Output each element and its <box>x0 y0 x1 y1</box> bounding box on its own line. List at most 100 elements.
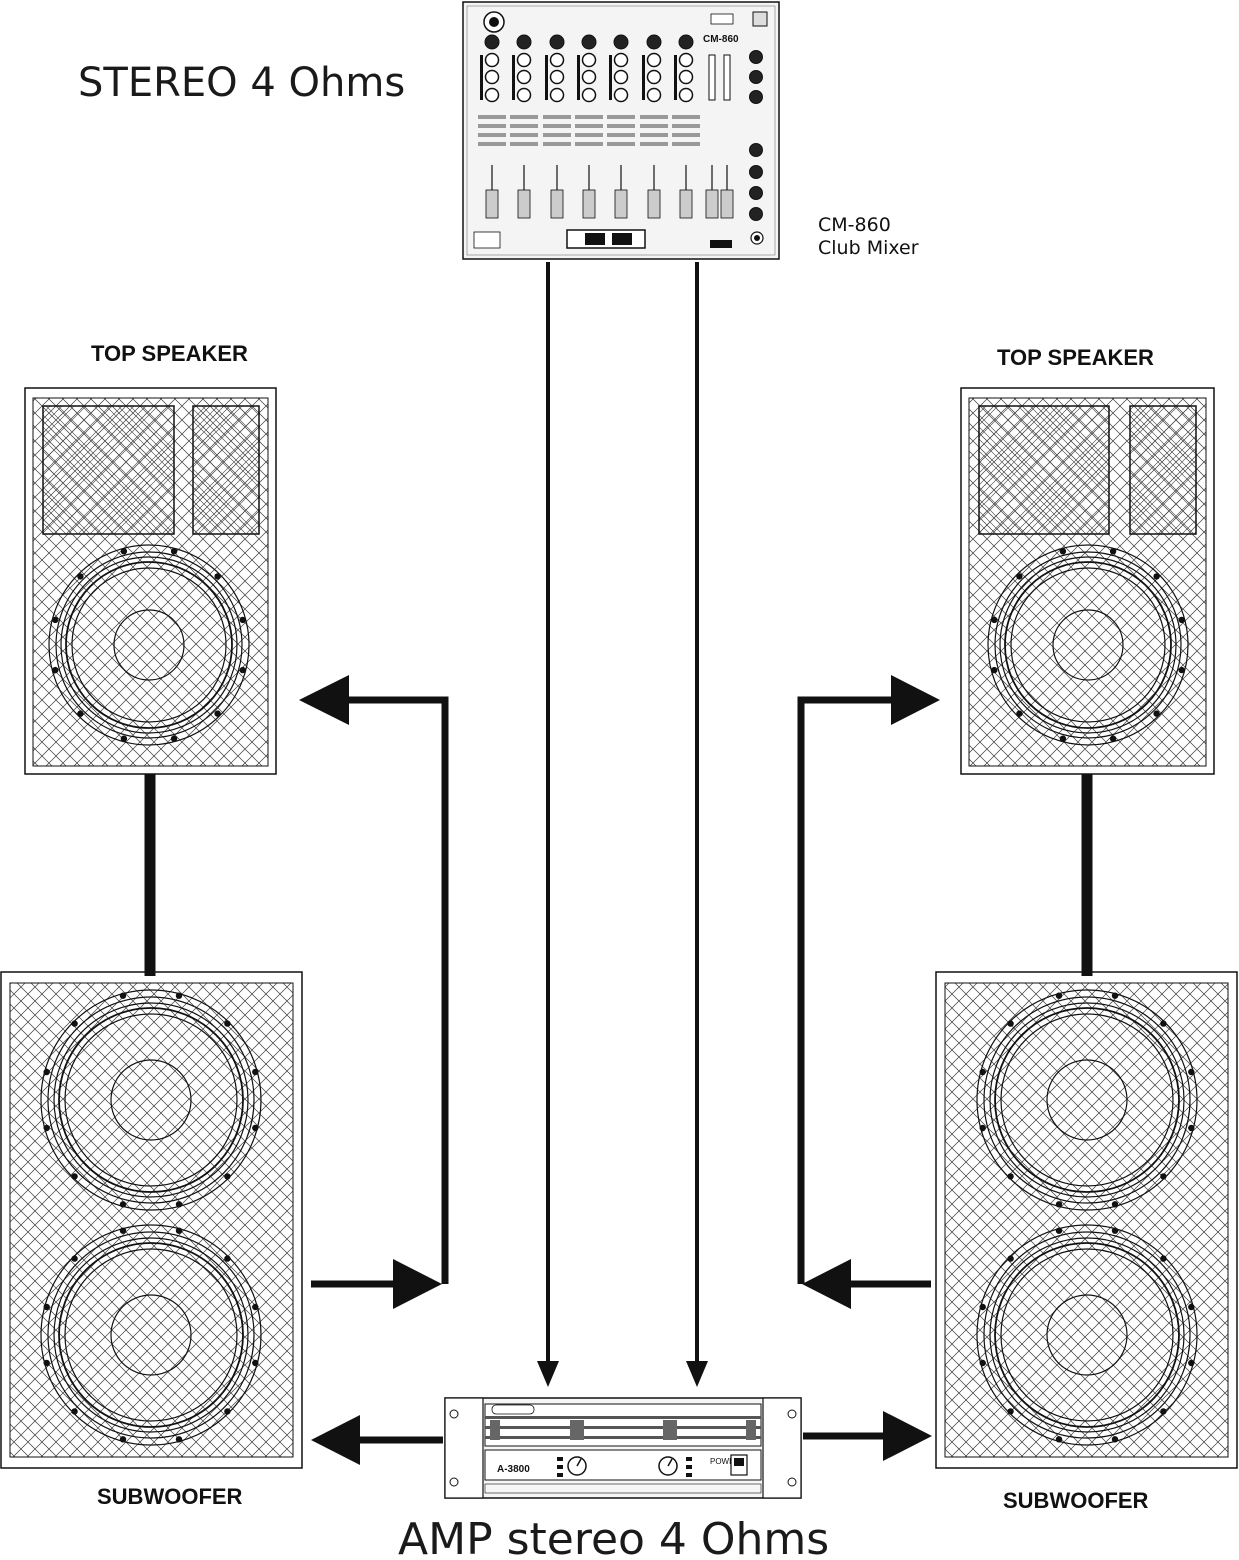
amp-title: AMP stereo 4 Ohms <box>398 1514 829 1560</box>
mixer-fader-cap <box>647 189 661 219</box>
bolt-dot <box>252 1303 259 1311</box>
bolt-dot <box>1007 1020 1014 1027</box>
mixer-switch <box>510 115 538 119</box>
bolt-dot <box>1188 1068 1195 1076</box>
bolt-dot <box>224 1408 231 1415</box>
mixer-switch <box>510 142 538 146</box>
mixer-fader-cap <box>485 189 499 219</box>
mixer-gain-knob <box>613 34 629 50</box>
mixer-fader-cap <box>582 189 596 219</box>
mixer-switch <box>672 115 700 119</box>
mixer-master-knob <box>749 70 763 84</box>
mixer-switch <box>543 142 571 146</box>
bolt-dot <box>52 616 59 624</box>
bolt-dot <box>979 1303 986 1311</box>
bolt-dot <box>1111 1201 1119 1208</box>
bolt-dot <box>239 616 246 624</box>
mixer-fader-cap <box>517 189 531 219</box>
bolt-dot <box>1160 1020 1167 1027</box>
subwoofer-left <box>0 971 303 1469</box>
mixer-switch <box>672 124 700 128</box>
mixer-master-knob <box>749 143 763 157</box>
mixer-switch <box>607 142 635 146</box>
bolt-dot <box>170 735 178 742</box>
mixer-switch <box>478 133 506 137</box>
mixer-switch <box>607 133 635 137</box>
amplifier: A-3800 POWER <box>444 1397 802 1499</box>
bolt-dot <box>175 1201 183 1208</box>
mixer-led-meter <box>674 55 677 100</box>
mixer-switch <box>640 124 668 128</box>
speaker-cables <box>144 675 1093 1465</box>
bolt-dot <box>175 1227 183 1234</box>
bolt-dot <box>170 548 178 555</box>
top-speaker-right <box>960 387 1215 775</box>
bolt-dot <box>1160 1408 1167 1415</box>
bolt-dot <box>71 1408 78 1415</box>
mixer-eq-knob <box>549 52 565 68</box>
mixer-eq-knob <box>549 69 565 85</box>
bolt-dot <box>43 1068 50 1076</box>
bolt-dot <box>224 1020 231 1027</box>
top-speaker-left-label: TOP SPEAKER <box>91 341 248 366</box>
bolt-dot <box>1160 1173 1167 1180</box>
bolt-dot <box>43 1359 50 1367</box>
mixer-master-knob <box>749 207 763 221</box>
speaker-bolts <box>43 548 1195 1443</box>
mixer-channel-strips <box>478 34 763 221</box>
mixer-led-meter <box>545 55 548 100</box>
mixer-switch <box>640 115 668 119</box>
bolt-dot <box>1160 1255 1167 1262</box>
mixer-master-fader-cap <box>705 189 719 219</box>
bolt-dot <box>1188 1359 1195 1367</box>
mixer-master-knob <box>749 50 763 64</box>
bolt-dot <box>1153 710 1160 717</box>
mixer-eq-knob <box>516 52 532 68</box>
bolt-dot <box>77 710 84 717</box>
subwoofer-right-upper-woofer <box>976 989 1198 1211</box>
bolt-dot <box>1178 666 1185 674</box>
bolt-dot <box>214 573 221 580</box>
cable-sub-to-top-right <box>797 675 940 1309</box>
mixer-eq-knob <box>581 52 597 68</box>
mixer-switch <box>575 124 603 128</box>
mixer-eq-knob <box>581 69 597 85</box>
bolt-dot <box>214 710 221 717</box>
mixer-switch <box>672 133 700 137</box>
subwoofer-right-lower-woofer <box>976 1224 1198 1446</box>
mixer-switch <box>543 124 571 128</box>
bolt-dot <box>1059 548 1067 555</box>
mixer-name-label: Club Mixer <box>818 237 919 259</box>
bolt-dot <box>1016 573 1023 580</box>
mixer-led-meter <box>512 55 515 100</box>
mixer-panel-model: CM-860 <box>703 34 739 45</box>
bolt-dot <box>1109 548 1117 555</box>
mixer-master-fader-cap <box>720 189 734 219</box>
mixer-eq-knob <box>678 52 694 68</box>
bolt-dot <box>979 1068 986 1076</box>
amp-power-label: POWER <box>710 1457 740 1466</box>
subwoofer-right <box>935 971 1238 1469</box>
mixer-switch <box>575 115 603 119</box>
top-speaker-right-label: TOP SPEAKER <box>997 345 1154 370</box>
bolt-dot <box>1059 735 1067 742</box>
mixer-master-knob <box>749 165 763 179</box>
mixer-led-meter <box>609 55 612 100</box>
mixer-eq-knob <box>484 87 500 103</box>
mixer-gain-knob <box>581 34 597 50</box>
mixer-master-meter <box>708 54 716 101</box>
bolt-dot <box>1007 1173 1014 1180</box>
mixer-eq-knob <box>484 52 500 68</box>
cable-mixer-to-amp-right <box>686 262 708 1387</box>
top-speaker-right-woofer <box>987 544 1189 746</box>
top-speaker-left <box>24 387 277 775</box>
mixer-eq-knob <box>581 87 597 103</box>
bolt-dot <box>1055 992 1063 999</box>
mixer-switch <box>543 133 571 137</box>
bolt-dot <box>1178 616 1185 624</box>
mixer-switch <box>575 133 603 137</box>
bolt-dot <box>224 1255 231 1262</box>
bolt-dot <box>252 1124 259 1132</box>
bolt-dot <box>1111 1227 1119 1234</box>
